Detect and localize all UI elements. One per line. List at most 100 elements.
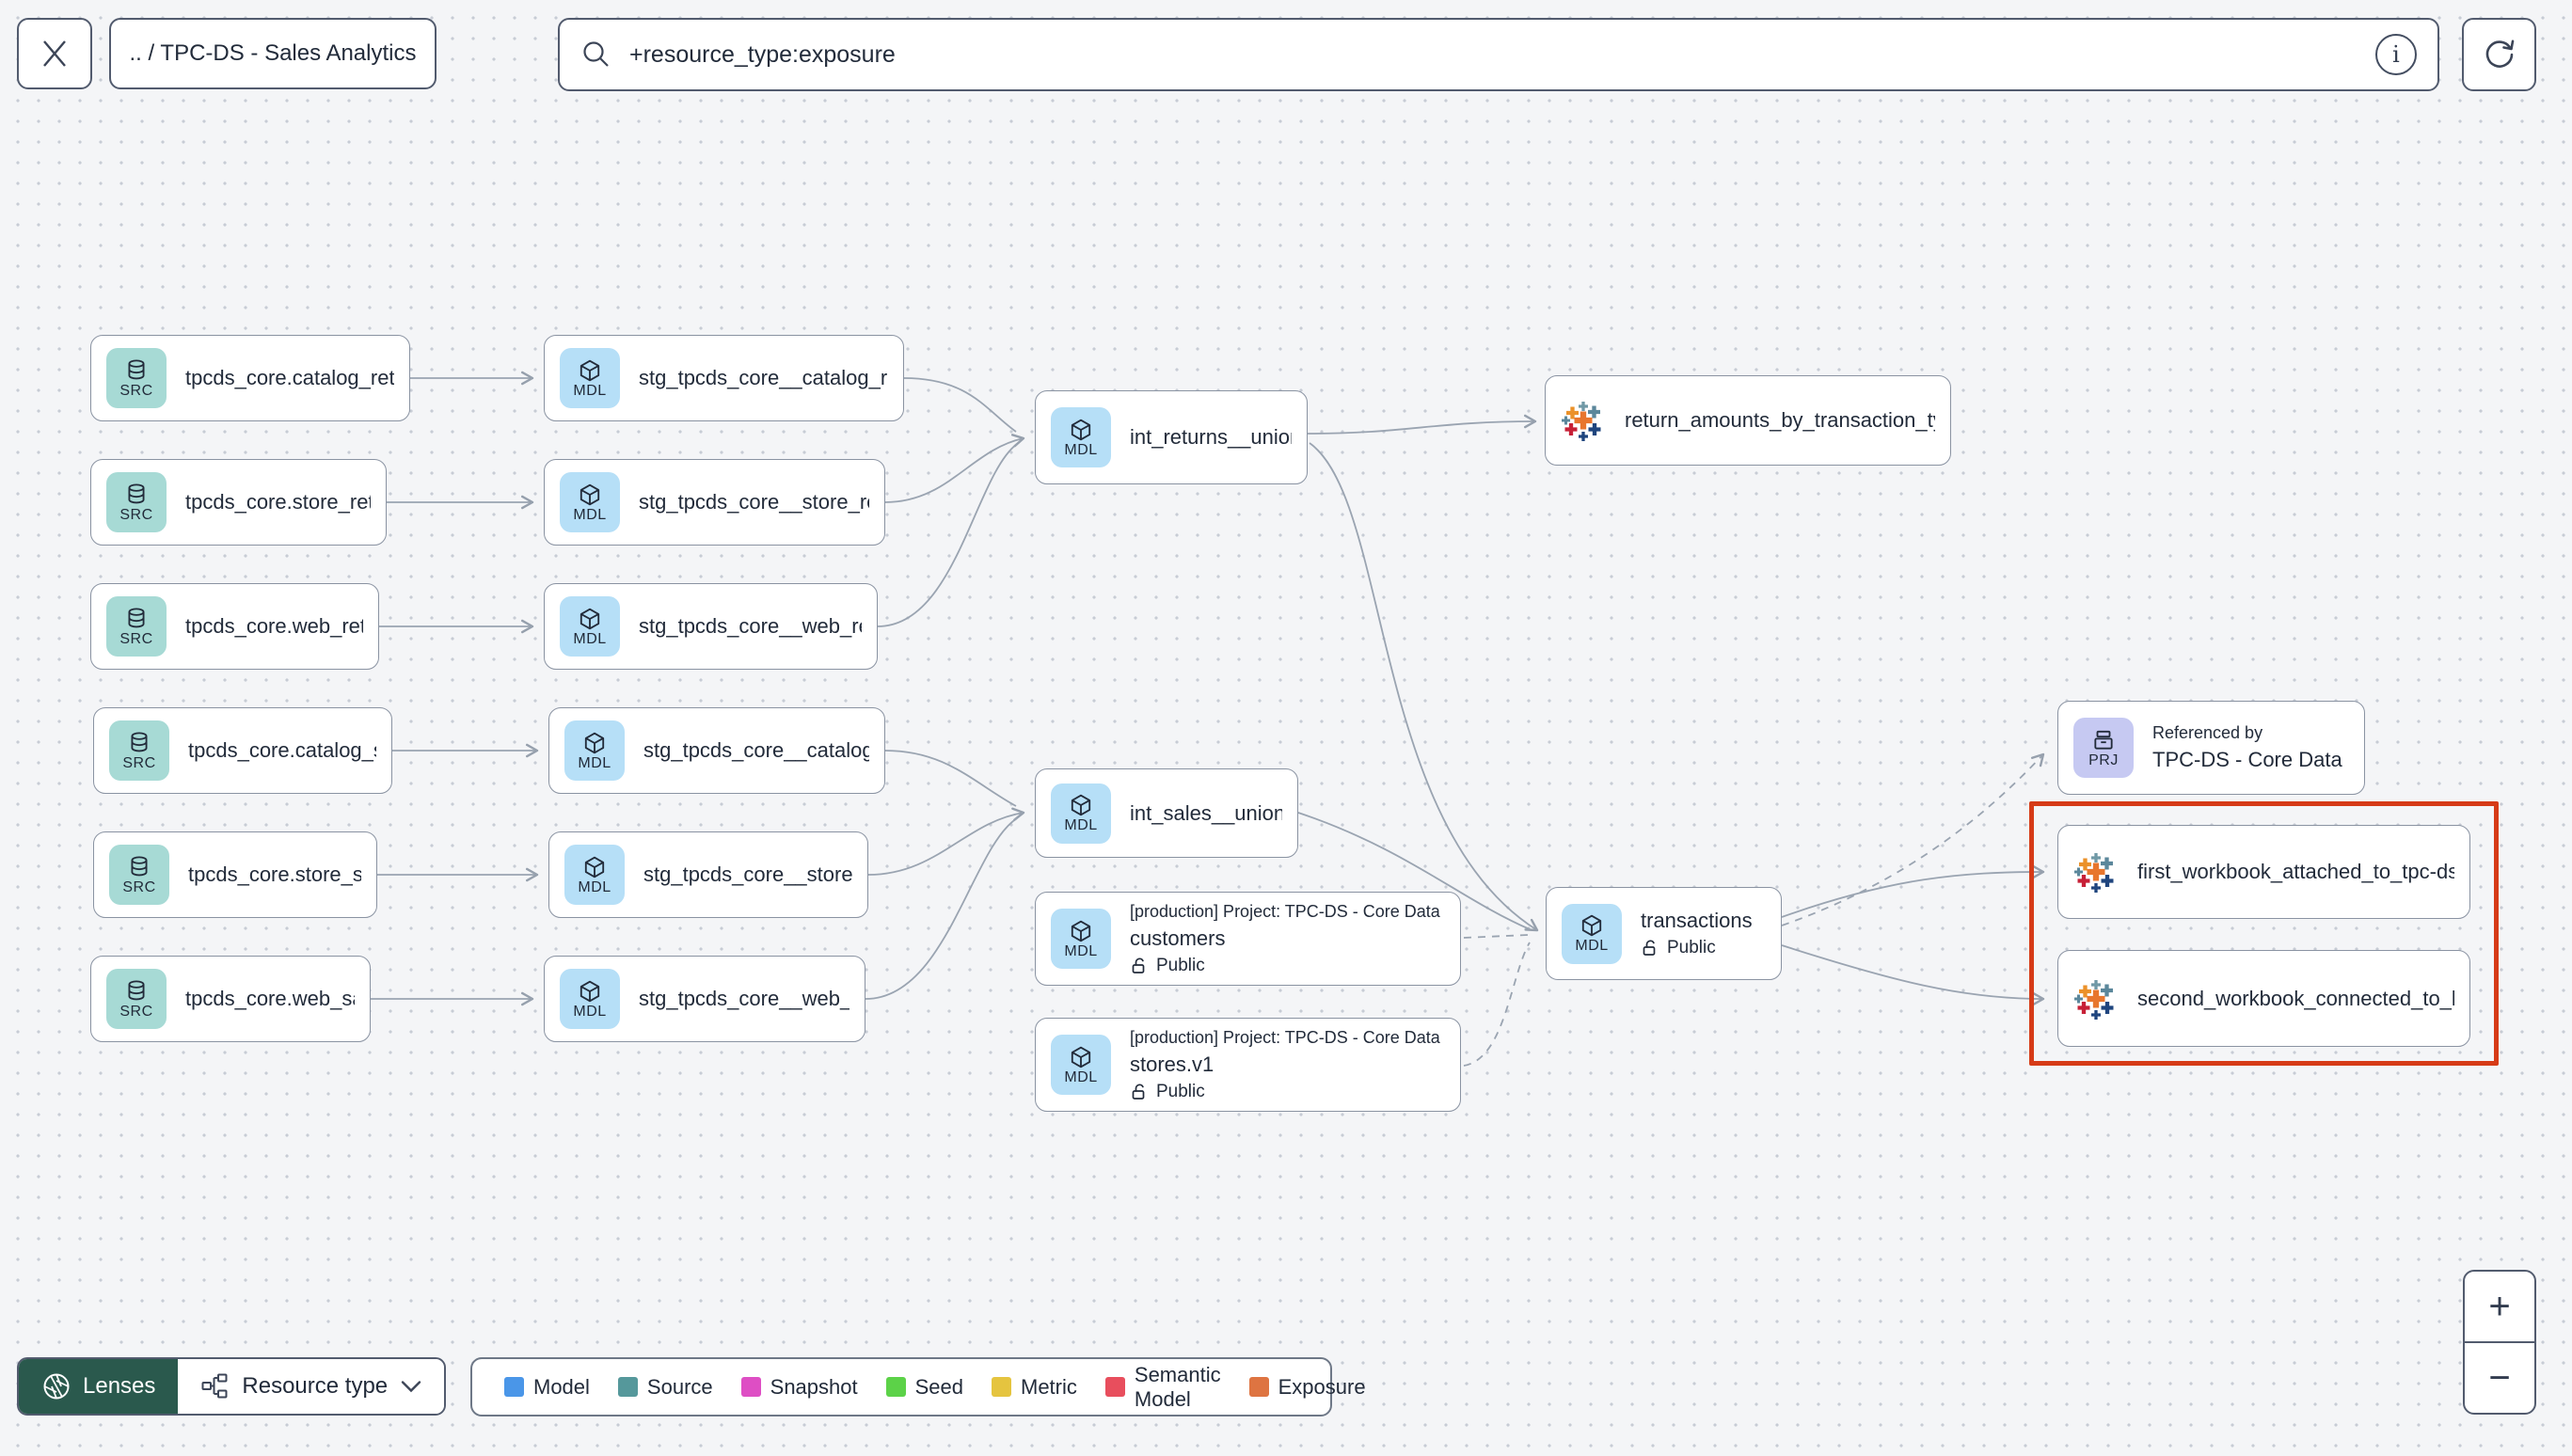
zoom-in-button[interactable]: + bbox=[2465, 1272, 2534, 1341]
node-prj-core[interactable]: PRJ Referenced by TPC-DS - Core Data Model… bbox=[2057, 701, 2365, 795]
cube-icon bbox=[579, 980, 600, 1002]
node-title: stg_tpcds_core__store_sales bbox=[643, 863, 852, 886]
model-badge: MDL bbox=[1051, 783, 1111, 844]
model-badge: MDL bbox=[560, 348, 620, 408]
legend-label: Source bbox=[646, 1374, 713, 1399]
resource-type-label: Resource type bbox=[242, 1373, 389, 1399]
node-title: second_workbook_connected_to_live… bbox=[2137, 986, 2454, 1010]
node-src-catalog-returns[interactable]: SRC tpcds_core.catalog_returns bbox=[90, 335, 410, 421]
node-subtitle: [production] Project: TPC-DS - Core Data… bbox=[1130, 901, 1445, 921]
database-icon bbox=[128, 979, 145, 1000]
badge-label: SRC bbox=[122, 754, 156, 771]
node-exp-return-amounts[interactable]: return_amounts_by_transaction_type bbox=[1545, 375, 1951, 466]
cube-icon bbox=[1071, 1046, 1091, 1068]
model-badge: MDL bbox=[1051, 407, 1111, 467]
node-wb-second[interactable]: second_workbook_connected_to_live… bbox=[2057, 950, 2470, 1047]
refresh-button[interactable] bbox=[2462, 18, 2536, 91]
node-stores[interactable]: MDL[production] Project: TPC-DS - Core D… bbox=[1035, 1018, 1461, 1112]
badge-label: MDL bbox=[1064, 817, 1098, 833]
node-title: TPC-DS - Core Data Models bbox=[2152, 748, 2349, 771]
unlock-icon bbox=[1132, 1083, 1145, 1100]
node-wb-first[interactable]: first_workbook_attached_to_tpc-ds_-_… bbox=[2057, 825, 2470, 919]
close-icon bbox=[43, 40, 66, 67]
cube-icon bbox=[584, 732, 605, 753]
lenses-button[interactable]: Lenses bbox=[19, 1359, 179, 1414]
node-title: tpcds_core.catalog_sales bbox=[188, 738, 376, 762]
legend-item-source: Source bbox=[617, 1374, 713, 1400]
edge-int-returns-transactions bbox=[1309, 442, 1539, 932]
model-badge: MDL bbox=[564, 845, 625, 905]
edge-int-returns-exposure bbox=[1307, 414, 1537, 435]
close-button[interactable] bbox=[17, 18, 92, 89]
node-title: stg_tpcds_core__web_returns bbox=[639, 614, 862, 638]
chevron-down-icon bbox=[401, 1381, 421, 1393]
node-src-catalog-sales[interactable]: SRC tpcds_core.catalog_sales bbox=[93, 707, 392, 794]
legend-item-snapshot: Snapshot bbox=[740, 1374, 858, 1400]
legend-item-model: Model bbox=[504, 1375, 590, 1400]
breadcrumb-label: .. / TPC-DS - Sales Analytics bbox=[129, 40, 417, 66]
badge-label: SRC bbox=[122, 878, 156, 895]
badge-label: PRJ bbox=[2088, 752, 2119, 768]
node-title: tpcds_core.store_returns bbox=[185, 490, 371, 514]
legend-swatch bbox=[1248, 1377, 1269, 1397]
node-stg-store-sales[interactable]: MDL stg_tpcds_core__store_sales bbox=[548, 831, 868, 918]
badge-label: MDL bbox=[1575, 938, 1609, 954]
node-title: stg_tpcds_core__catalog_sales bbox=[643, 738, 869, 762]
lens-aperture-icon bbox=[43, 1373, 70, 1400]
search-input[interactable] bbox=[627, 40, 2360, 70]
edge-stores-transactions bbox=[1463, 942, 1531, 1067]
badge-label: MDL bbox=[1064, 942, 1098, 959]
edge-transactions-project bbox=[1781, 752, 2045, 926]
legend-item-seed: Seed bbox=[885, 1375, 963, 1400]
badge-label: MDL bbox=[578, 878, 611, 895]
legend-item-exposure: Exposure bbox=[1248, 1375, 1366, 1400]
search-bar: i bbox=[558, 18, 2439, 91]
badge-label: SRC bbox=[119, 630, 153, 647]
legend-swatch bbox=[740, 1377, 761, 1397]
legend-label: Model bbox=[533, 1374, 590, 1399]
zoom-out-button[interactable]: − bbox=[2465, 1343, 2534, 1413]
info-icon[interactable]: i bbox=[2375, 34, 2417, 75]
badge-label: SRC bbox=[119, 382, 153, 399]
node-title: stg_tpcds_core__catalog_returns bbox=[639, 366, 888, 389]
node-customers[interactable]: MDL [production] Project: TPC-DS - Core D… bbox=[1035, 892, 1461, 986]
node-visibility: Public bbox=[1130, 956, 1445, 976]
lens-group: Lenses Resource type bbox=[17, 1357, 447, 1416]
node-subtitle: Referenced by bbox=[2152, 723, 2263, 742]
node-title: tpcds_core.catalog_returns bbox=[185, 366, 394, 389]
refresh-icon bbox=[2485, 40, 2514, 68]
database-icon bbox=[128, 358, 145, 379]
model-badge: MDL bbox=[560, 596, 620, 657]
node-int-returns[interactable]: MDL int_returns__unioned bbox=[1035, 390, 1308, 484]
node-stg-catalog-returns[interactable]: MDL stg_tpcds_core__catalog_returns bbox=[544, 335, 904, 421]
edge-stg-catalog-sales-int bbox=[884, 750, 1017, 807]
node-title: int_returns__unioned bbox=[1130, 425, 1292, 449]
node-stg-web-returns[interactable]: MDL stg_tpcds_core__web_returns bbox=[544, 583, 878, 670]
model-badge: MDL bbox=[1051, 909, 1111, 969]
edge-stg-store-returns-int bbox=[884, 434, 1025, 503]
legend-label: Semantic Model bbox=[1134, 1362, 1221, 1411]
visibility-label: Public bbox=[1156, 1081, 1205, 1101]
visibility-label: Public bbox=[1156, 955, 1205, 975]
badge-label: MDL bbox=[573, 630, 607, 647]
source-badge: SRC bbox=[109, 845, 169, 905]
project-icon bbox=[2094, 730, 2113, 750]
legend-item-semantic-model: Semantic Model bbox=[1104, 1362, 1221, 1412]
legend-label: Snapshot bbox=[770, 1374, 858, 1399]
node-src-store-sales[interactable]: SRC tpcds_core.store_sales bbox=[93, 831, 377, 918]
search-icon bbox=[583, 41, 609, 67]
badge-label: MDL bbox=[573, 506, 607, 523]
resource-type-dropdown[interactable]: Resource type bbox=[178, 1359, 445, 1414]
cube-icon bbox=[579, 359, 600, 381]
breadcrumb[interactable]: .. / TPC-DS - Sales Analytics bbox=[109, 18, 437, 89]
badge-label: MDL bbox=[1064, 1068, 1098, 1085]
node-title: tpcds_core.store_sales bbox=[188, 863, 361, 886]
